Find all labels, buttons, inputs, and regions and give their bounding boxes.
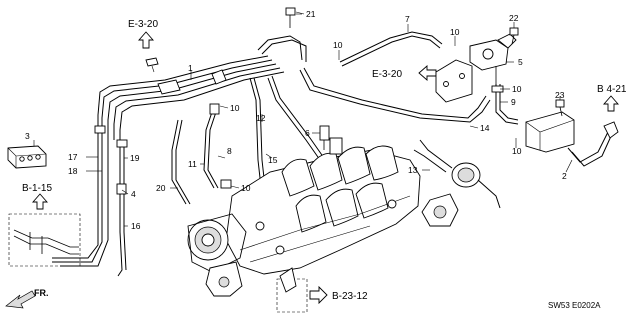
callout-16: 16 [131, 221, 141, 231]
callout-23: 23 [555, 90, 565, 100]
detail-pipes [13, 229, 79, 255]
part-5-solenoid [469, 33, 517, 84]
ref-b415-label: B 4-21 [597, 84, 627, 95]
clamp-1 [157, 79, 181, 95]
callout-1: 1 [188, 63, 193, 73]
callout-2: 2 [562, 171, 567, 181]
front-direction-indicator: FR. [5, 288, 49, 309]
joint-4 [116, 183, 127, 195]
hose-19 [116, 139, 128, 148]
hose-17 [94, 125, 106, 134]
vacuum-pipe-harness [52, 35, 307, 277]
callout-5: 5 [518, 57, 523, 67]
callout-9: 9 [511, 97, 516, 107]
ref-e320-top-label: E-3-20 [128, 19, 158, 30]
callout-20: 20 [156, 183, 166, 193]
callout-3: 3 [25, 131, 30, 141]
callout-15: 15 [268, 155, 278, 165]
up-arrow-icon [138, 31, 154, 49]
part-2-bracket [525, 111, 619, 167]
ref-b115-label: B-1-15 [22, 183, 52, 194]
ref-b415: B 4-21 [597, 84, 627, 112]
part-21-bolt [285, 7, 305, 28]
callout-10a: 10 [333, 40, 343, 50]
ref-e320-mid-label: E-3-20 [372, 69, 402, 80]
callout-19: 19 [130, 153, 140, 163]
callout-11: 11 [188, 159, 197, 169]
up-arrow-icon [603, 95, 619, 112]
bolt-left [145, 57, 159, 73]
callout-12: 12 [256, 113, 266, 123]
leader-lines [33, 13, 573, 227]
callout-10f: 10 [241, 183, 251, 193]
left-arrow-icon [418, 65, 437, 81]
ref-b115: B-1-15 [22, 183, 52, 210]
callout-21: 21 [306, 9, 316, 19]
callout-18: 18 [68, 166, 78, 176]
part-3-connector [7, 145, 47, 169]
callout-22: 22 [509, 13, 519, 23]
front-label: FR. [34, 288, 49, 298]
ref-b2312-label: B-23-12 [332, 291, 368, 302]
intake-manifold [187, 137, 421, 297]
right-arrow-icon [309, 285, 328, 305]
callout-10b: 10 [450, 27, 460, 37]
callout-10e: 10 [512, 146, 522, 156]
callout-4: 4 [131, 189, 136, 199]
callout-7: 7 [405, 14, 410, 24]
callout-10c: 10 [230, 103, 240, 113]
front-arrow-icon [5, 290, 36, 309]
ref-e320-top: E-3-20 [128, 19, 158, 49]
callout-8: 8 [227, 146, 232, 156]
part-7-hose [339, 31, 443, 67]
diagram-code: SW53 E0202A [548, 301, 601, 310]
clamp-1b [211, 69, 227, 85]
part-6-fitting [319, 125, 330, 150]
callout-14: 14 [480, 123, 490, 133]
callout-17: 17 [68, 152, 78, 162]
callout-numbers: 1 2 3 4 5 6 7 8 9 10 10 10 10 10 10 11 1… [25, 9, 567, 231]
callout-13: 13 [408, 165, 418, 175]
bracket-plate [435, 59, 473, 103]
part-14-tube [299, 67, 491, 123]
part-9-tube [491, 84, 519, 125]
callout-10d: 10 [512, 84, 522, 94]
detail-box-b115 [8, 213, 81, 267]
ref-e320-mid: E-3-20 [372, 65, 437, 81]
callout-6: 6 [305, 128, 310, 138]
up-arrow-icon [32, 193, 48, 210]
part-13-actuator [413, 139, 501, 227]
